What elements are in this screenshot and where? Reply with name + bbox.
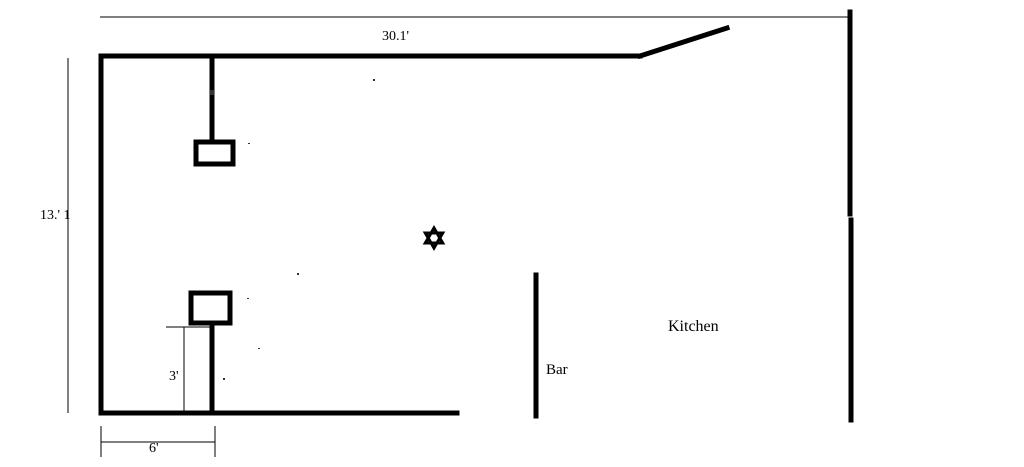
speck: [223, 378, 225, 380]
bottom-dimension-label: 6': [149, 441, 159, 456]
speck: [210, 90, 214, 95]
speck: [297, 273, 299, 275]
lower-post-box: [188, 290, 233, 326]
upper-post-box: [193, 139, 236, 167]
speck: [247, 298, 249, 299]
angled-wall: [636, 24, 731, 60]
post-height-label: 3': [169, 369, 179, 384]
top-dimension-label: 30.1': [382, 29, 409, 44]
kitchen-label: Kitchen: [668, 318, 719, 335]
left-dimension-label: 13.' 1: [40, 208, 71, 223]
speck: [373, 79, 375, 81]
speck: [258, 348, 260, 349]
speck: [248, 143, 250, 144]
star-of-david-icon: [422, 225, 446, 251]
bar-label: Bar: [546, 362, 568, 378]
